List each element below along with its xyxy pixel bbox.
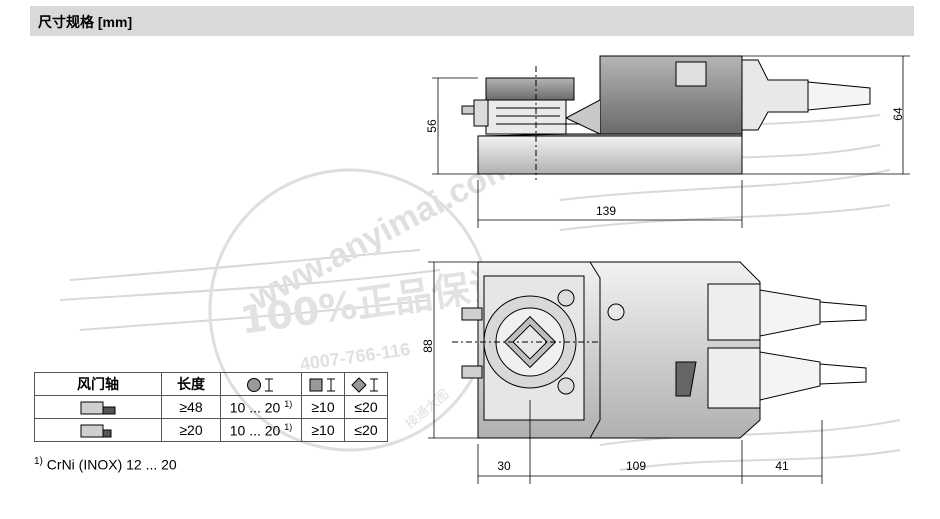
shaft-type-cell bbox=[34, 395, 162, 419]
dim-64: 64 bbox=[891, 107, 905, 121]
dim-88: 88 bbox=[421, 339, 435, 353]
section-header: 尺寸规格 [mm] bbox=[30, 6, 914, 36]
diamond-cell: ≤20 bbox=[344, 395, 388, 419]
dim-109: 109 bbox=[626, 459, 646, 473]
side-view bbox=[461, 55, 871, 180]
table-row: ≥48 10 ... 20 1) ≥10 ≤20 bbox=[34, 395, 388, 419]
long-shaft-icon bbox=[80, 401, 116, 415]
length-cell: ≥48 bbox=[161, 395, 221, 419]
watermark-phone: 4007-766-116 bbox=[299, 339, 412, 374]
round-cell: 10 ... 20 1) bbox=[220, 418, 302, 442]
footnote: 1) CrNi (INOX) 12 ... 20 bbox=[34, 456, 177, 473]
dim-30: 30 bbox=[497, 459, 511, 473]
col-diamond bbox=[344, 372, 388, 396]
watermark-waves bbox=[59, 114, 901, 471]
square-shaft-icon bbox=[309, 378, 335, 392]
shaft-spec-table: 风门轴 长度 bbox=[34, 372, 388, 442]
shaft-type-cell bbox=[34, 418, 162, 442]
dim-56: 56 bbox=[425, 119, 439, 133]
round-cell: 10 ... 20 1) bbox=[220, 395, 302, 419]
side-dimensions bbox=[432, 55, 910, 228]
top-dimensions bbox=[428, 261, 823, 484]
dim-41: 41 bbox=[775, 459, 789, 473]
col-length: 长度 bbox=[161, 372, 221, 396]
diamond-cell: ≤20 bbox=[344, 418, 388, 442]
table-row: ≥20 10 ... 20 1) ≥10 ≤20 bbox=[34, 418, 388, 442]
section-title: 尺寸规格 [mm] bbox=[38, 14, 133, 30]
dim-139: 139 bbox=[596, 204, 616, 218]
col-square bbox=[301, 372, 345, 396]
diamond-shaft-icon bbox=[351, 376, 378, 393]
square-cell: ≥10 bbox=[301, 395, 345, 419]
round-shaft-icon bbox=[247, 377, 273, 392]
top-view bbox=[452, 261, 867, 439]
col-damper-shaft: 风门轴 bbox=[34, 372, 162, 396]
square-cell: ≥10 bbox=[301, 418, 345, 442]
short-shaft-icon bbox=[80, 424, 112, 438]
footnote-marker: 1) bbox=[34, 456, 43, 467]
footnote-text: CrNi (INOX) 12 ... 20 bbox=[46, 456, 177, 473]
length-cell: ≥20 bbox=[161, 418, 221, 442]
col-round bbox=[220, 372, 302, 396]
table-header-row: 风门轴 长度 bbox=[34, 372, 388, 396]
